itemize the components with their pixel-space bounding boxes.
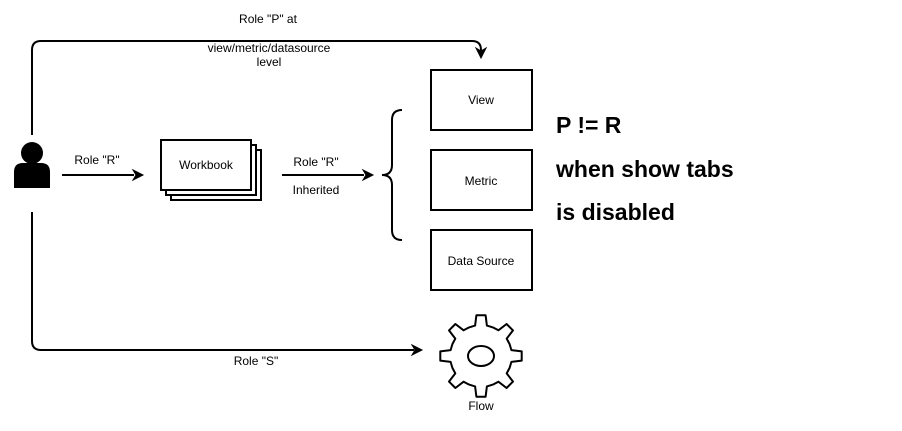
note-line-1: P != R — [556, 112, 622, 138]
role-s-label: Role "S" — [234, 354, 279, 368]
role-r-inherited-label: Role "R" — [293, 155, 338, 169]
flow-label: Flow — [468, 399, 494, 413]
data-source-label: Data Source — [448, 254, 515, 268]
edge-role-r — [62, 168, 145, 182]
edge-role-p — [31, 40, 488, 135]
edge-role-s — [31, 212, 424, 357]
workbook-label: Workbook — [179, 158, 234, 172]
metric-node — [430, 149, 533, 211]
workbook-node — [160, 139, 262, 201]
role-p-label-line2: view/metric/datasource — [208, 41, 331, 55]
note-line-3: is disabled — [556, 199, 675, 225]
data-source-node — [430, 229, 533, 291]
view-node — [430, 69, 533, 131]
user-icon — [14, 142, 50, 188]
gear-icon — [439, 314, 523, 398]
inherited-label: Inherited — [293, 183, 340, 197]
edge-role-r-inherited — [282, 168, 375, 182]
curly-brace — [381, 109, 403, 241]
role-p-label-line1: Role "P" at — [239, 12, 298, 26]
role-p-label-line3: level — [257, 55, 282, 69]
metric-label: Metric — [465, 174, 498, 188]
view-label: View — [468, 93, 494, 107]
role-r-label: Role "R" — [74, 153, 119, 167]
note-line-2: when show tabs — [555, 156, 734, 182]
